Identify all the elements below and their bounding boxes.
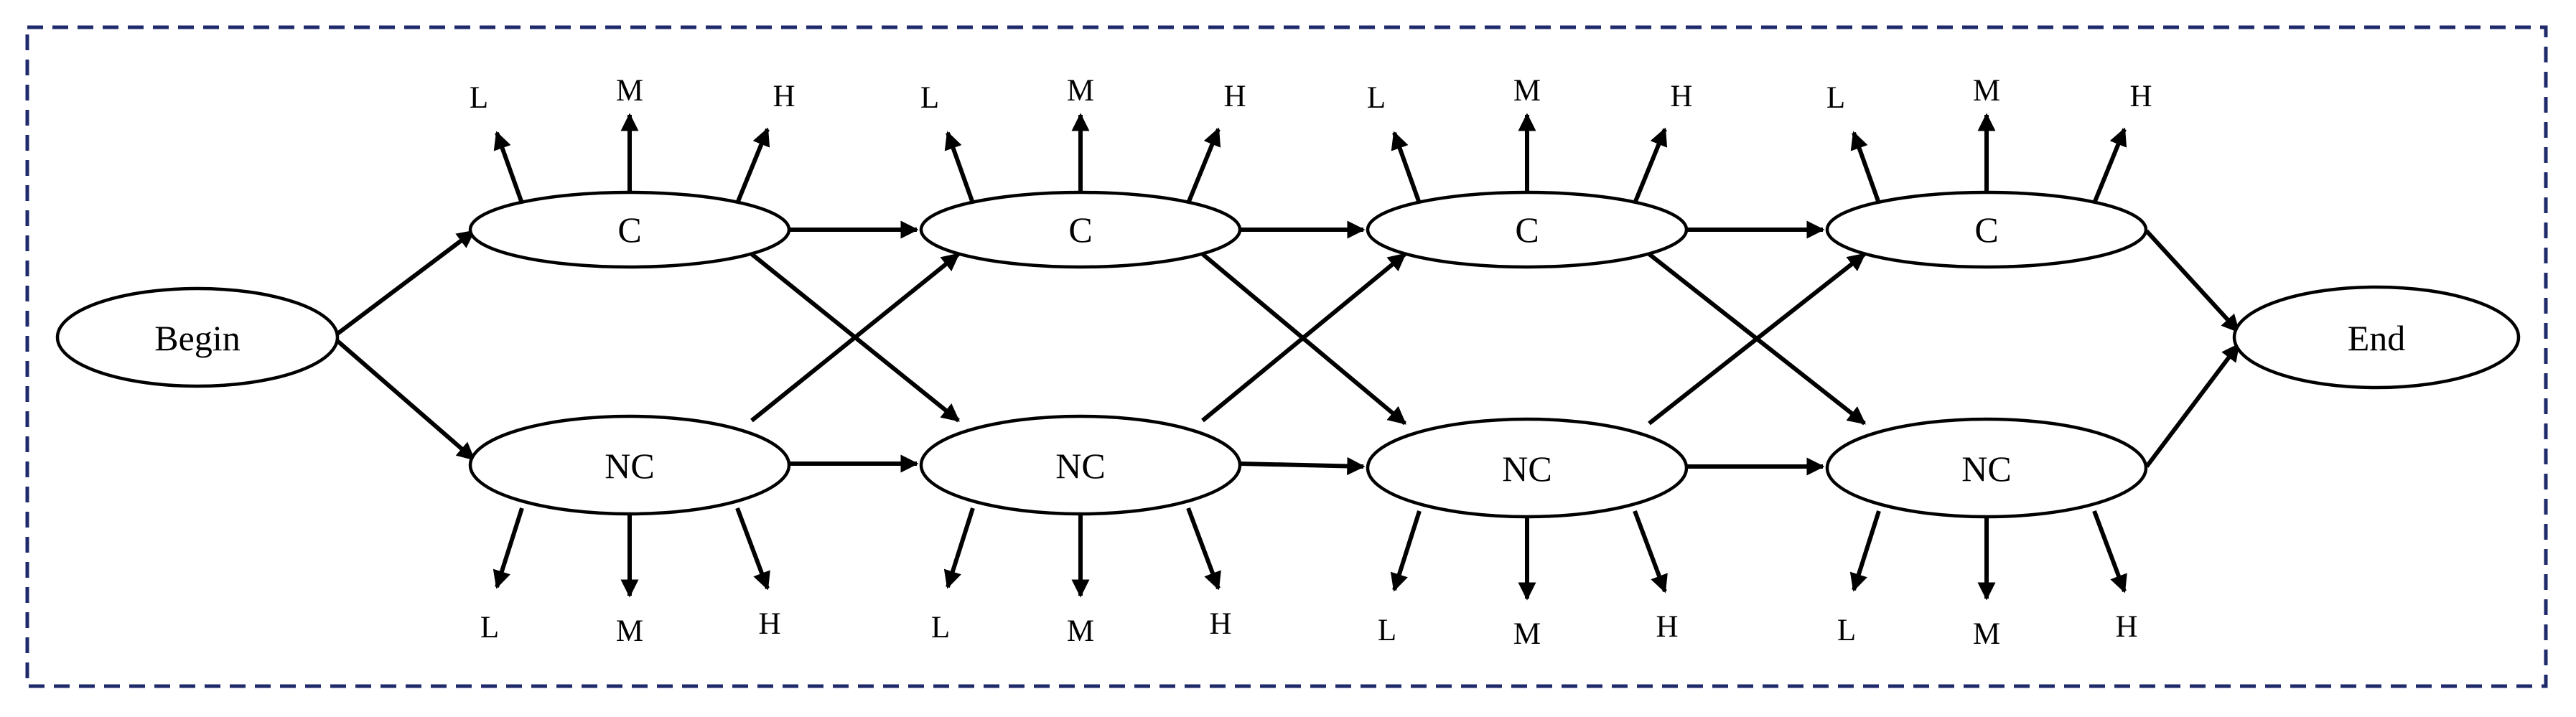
arrow-nc1-high xyxy=(735,507,770,591)
svg-text:NC: NC xyxy=(605,446,654,486)
label-nc3-high: H xyxy=(1656,610,1678,644)
arrow-c2-high xyxy=(1186,127,1221,205)
arrow-c1-high xyxy=(735,127,770,205)
end-node: End xyxy=(2232,285,2521,390)
nc-node-1: NC xyxy=(468,414,791,516)
label-c1-high: H xyxy=(773,80,795,113)
label-c1-low: L xyxy=(470,81,488,115)
label-c4-low: L xyxy=(1826,81,1845,115)
nc-node-4: NC xyxy=(1825,417,2148,519)
label-nc1-low: L xyxy=(480,611,499,645)
level-arrows: L M H L M H L M H L M H L M H L M H L M H L M H xyxy=(470,74,2152,651)
arrow-nc4-low xyxy=(1849,510,1881,592)
begin-label: Begin xyxy=(154,318,240,358)
label-nc2-low: L xyxy=(931,611,950,645)
label-c2-low: L xyxy=(920,81,939,115)
arrow-c4-low xyxy=(1850,131,1881,205)
label-nc4-medium: M xyxy=(1973,617,2000,651)
label-nc4-low: L xyxy=(1837,614,1856,647)
nc-node-2: NC xyxy=(919,414,1242,516)
end-label: End xyxy=(2348,318,2406,358)
arrow-nc4-high xyxy=(2092,510,2127,594)
label-c3-medium: M xyxy=(1513,74,1541,108)
svg-text:NC: NC xyxy=(1055,446,1105,486)
label-nc2-medium: M xyxy=(1067,614,1094,648)
edge-begin-nc1 xyxy=(336,339,475,461)
label-c2-high: H xyxy=(1223,80,1246,113)
label-nc1-high: H xyxy=(758,607,780,641)
arrow-c2-low xyxy=(944,131,975,205)
svg-text:C: C xyxy=(617,210,641,250)
arrow-c4-high xyxy=(2092,127,2127,205)
label-c4-medium: M xyxy=(1973,74,2000,108)
arrow-nc3-high xyxy=(1633,510,1668,594)
c-node-1: C xyxy=(468,190,791,269)
label-nc4-high: H xyxy=(2115,610,2137,644)
arrow-nc1-low xyxy=(493,507,524,589)
c-node-3: C xyxy=(1366,190,1689,269)
edge-c4-end xyxy=(2145,229,2241,334)
svg-text:C: C xyxy=(1068,210,1092,250)
edge-nc2-c3 xyxy=(1201,252,1406,423)
dashed-frame xyxy=(25,25,2548,688)
label-c1-medium: M xyxy=(616,74,643,108)
label-c3-low: L xyxy=(1367,81,1386,115)
label-nc1-medium: M xyxy=(616,614,643,648)
edges xyxy=(336,220,2241,476)
arrow-c3-high xyxy=(1633,127,1668,205)
arrow-nc2-low xyxy=(943,507,975,589)
c-node-2: C xyxy=(919,190,1242,269)
edge-nc4-end xyxy=(2145,342,2241,468)
label-nc3-medium: M xyxy=(1513,617,1541,651)
arrow-c1-low xyxy=(493,131,524,205)
c-node-4: C xyxy=(1825,190,2148,269)
edge-begin-c1 xyxy=(336,229,476,336)
nc-node-3: NC xyxy=(1366,417,1689,519)
svg-text:C: C xyxy=(1974,210,1998,250)
label-nc2-high: H xyxy=(1209,607,1231,641)
svg-text:NC: NC xyxy=(1961,449,2011,489)
label-c2-medium: M xyxy=(1067,74,1094,108)
arrow-c3-low xyxy=(1391,131,1422,205)
label-c3-high: H xyxy=(1670,80,1692,113)
begin-node: Begin xyxy=(55,286,340,388)
edge-nc1-c2 xyxy=(750,252,960,423)
edge-nc2-nc3 xyxy=(1239,456,1366,476)
label-nc3-low: L xyxy=(1378,614,1396,647)
label-c4-high: H xyxy=(2129,80,2152,113)
edge-nc3-c4 xyxy=(1648,252,1866,426)
arrow-nc2-high xyxy=(1186,507,1221,591)
svg-text:C: C xyxy=(1515,210,1539,250)
arrow-nc3-low xyxy=(1390,510,1422,592)
svg-text:NC: NC xyxy=(1502,449,1551,489)
